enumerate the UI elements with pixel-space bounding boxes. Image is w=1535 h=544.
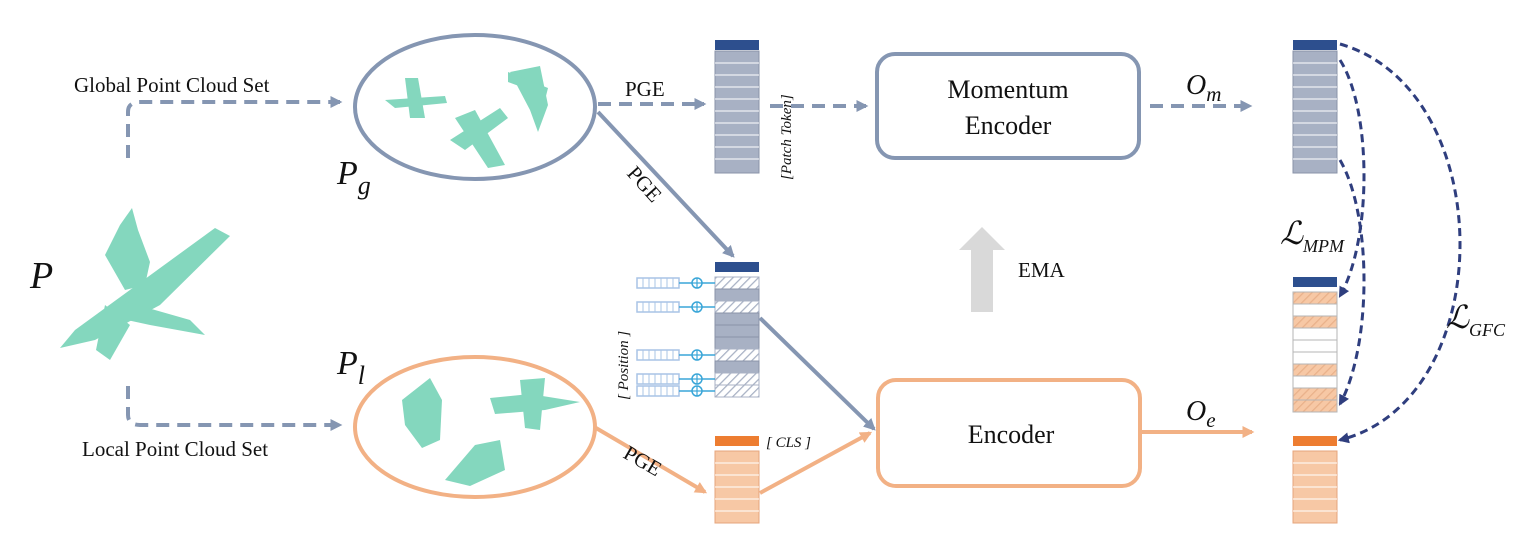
local-branch-path <box>126 386 343 431</box>
bottom-stack-to-encoder-arrow <box>759 431 873 495</box>
local-airplane-icons <box>402 378 580 486</box>
output-encoder-symbol: Oe <box>1186 396 1216 432</box>
output-momentum-symbol: Om <box>1186 70 1221 106</box>
global-set-label: Global Point Cloud Set <box>74 73 270 97</box>
loss-gfc-label: ℒGFC <box>1446 299 1506 340</box>
pge-arrow-local-bottom <box>594 426 708 494</box>
ema-label: EMA <box>1018 258 1066 282</box>
local-set-label: Local Point Cloud Set <box>82 437 268 461</box>
momentum-encoder-box <box>875 52 1141 160</box>
mpm-arrow-2 <box>1338 159 1366 406</box>
encoder-label: Encoder <box>968 420 1055 449</box>
ema-up-arrow-icon <box>959 227 1005 312</box>
cls-label: [ CLS ] <box>766 435 811 451</box>
input-symbol: P <box>29 255 53 297</box>
mpm-arrow-1 <box>1338 59 1366 298</box>
momentum-output-stack <box>1292 40 1338 174</box>
local-token-stack-bottom <box>714 436 760 524</box>
position-embedding-3 <box>636 349 715 361</box>
encoder-box <box>876 378 1142 488</box>
masked-token-stack-middle <box>714 262 760 398</box>
global-airplane-icons <box>385 66 548 168</box>
position-embedding-1 <box>636 277 715 289</box>
pge-arrow-global-middle <box>596 110 735 258</box>
encoder-output-stack <box>1292 436 1338 524</box>
momentum-encoder-label-line2: Encoder <box>965 111 1052 140</box>
predicted-token-stack <box>1292 277 1338 413</box>
position-label: [ Position ] <box>616 331 632 400</box>
patch-token-stack-top <box>714 40 760 174</box>
global-branch-path <box>126 96 343 158</box>
position-embeddings <box>636 277 715 397</box>
pge-label-top: PGE <box>625 77 665 101</box>
global-point-cloud-set <box>353 33 597 181</box>
gfc-arrow <box>1337 42 1462 444</box>
pge-label-diagonal: PGE <box>622 161 666 207</box>
loss-arrows <box>1337 42 1462 444</box>
global-symbol: Pg <box>336 155 371 200</box>
airplane-point-cloud-icon <box>60 208 230 360</box>
loss-mpm-label: ℒMPM <box>1280 215 1345 256</box>
position-embedding-4 <box>636 373 715 385</box>
position-embedding-5 <box>636 385 715 397</box>
local-symbol: Pl <box>336 345 365 390</box>
momentum-encoder-label-line1: Momentum <box>947 75 1068 104</box>
position-embedding-2 <box>636 301 715 313</box>
middle-stack-to-encoder-arrow <box>758 316 876 431</box>
patch-token-label: [Patch Token] <box>779 94 795 180</box>
